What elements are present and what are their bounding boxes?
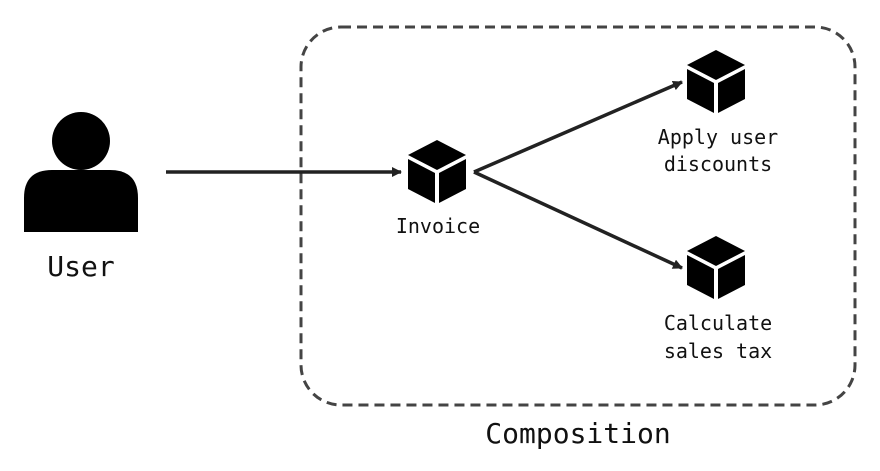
invoice-label: Invoice [396,214,480,238]
cube-icon [408,140,466,203]
cube-icon [687,50,745,113]
edge-invoice-to-discounts [473,80,683,174]
discounts-label-line1: Apply user [658,125,778,149]
tax-label-line1: Calculate [664,311,772,335]
user-label: User [47,250,114,283]
invoice-node: Invoice [396,140,480,238]
tax-node: Calculate sales tax [664,236,772,363]
edge-invoice-to-tax [473,170,683,270]
cube-icon [687,236,745,299]
tax-label-line2: sales tax [664,339,772,363]
composition-label: Composition [485,417,670,450]
discounts-label-line2: discounts [664,152,772,176]
discounts-node: Apply user discounts [658,50,778,176]
user-icon [24,112,138,232]
